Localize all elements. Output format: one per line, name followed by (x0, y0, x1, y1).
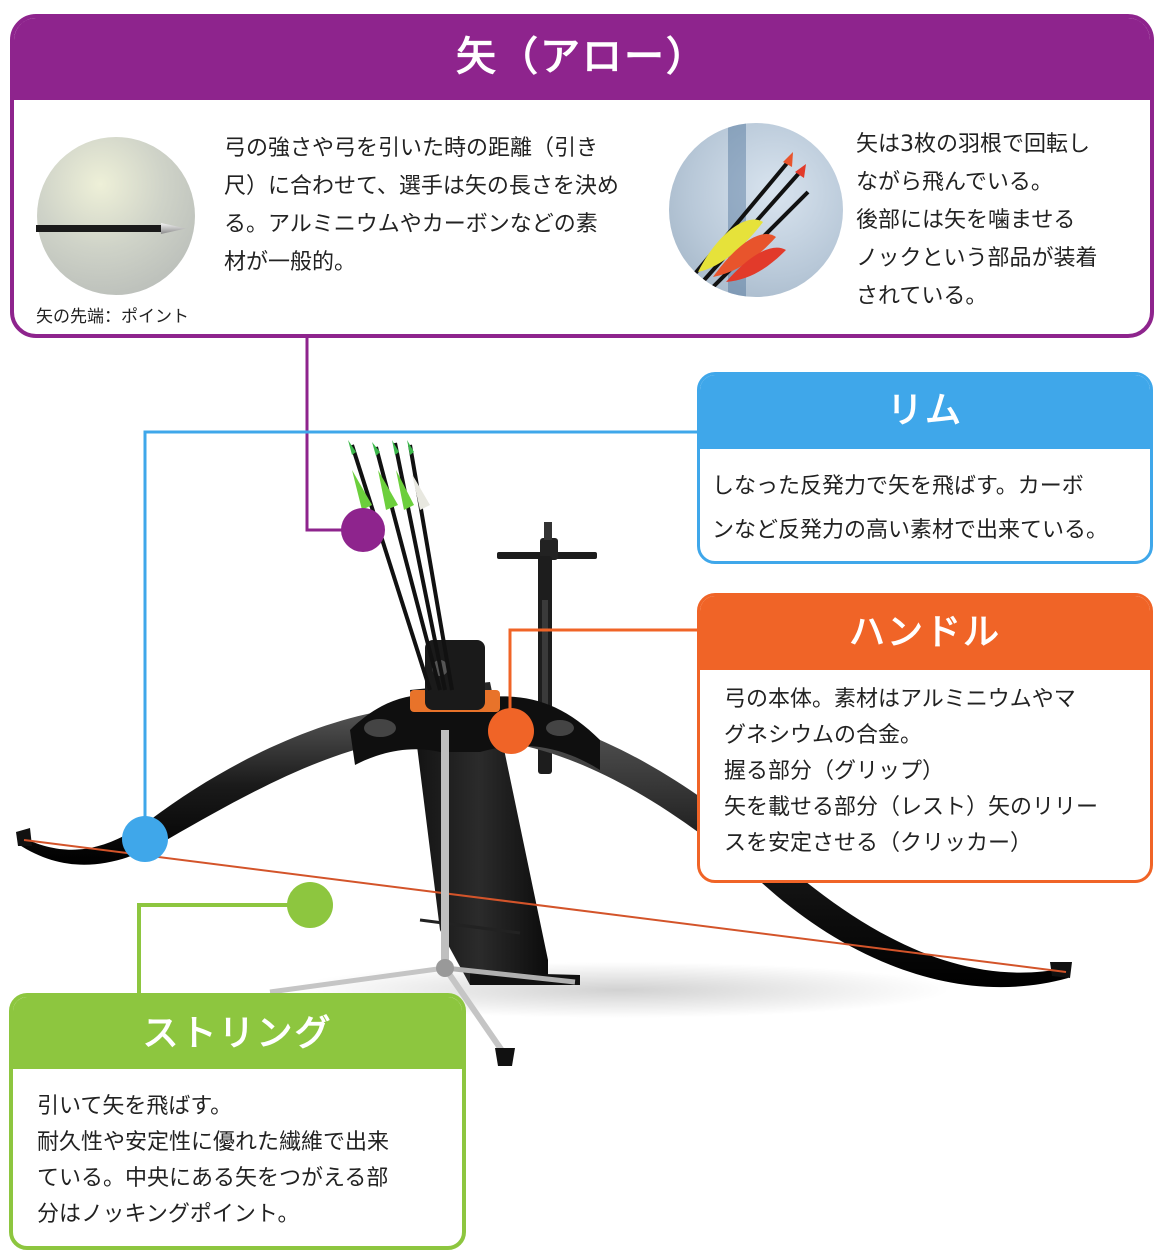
string-title: ストリング (13, 997, 462, 1069)
arrow-callout-dot (341, 508, 385, 552)
limb-callout-dot (122, 816, 168, 862)
limb-description: しなった反発力で矢を飛ばす。カーボ ンなど反発力の高い素材で出来ている。 (712, 474, 1109, 543)
arrow-info-box: 矢（アロー） 矢の先端：ポイント 弓の強さや弓を引いた時の距離（引き 尺）に合わ… (10, 14, 1154, 338)
arrow-title: 矢（アロー） (14, 18, 1150, 100)
arrow-photo-caption: 矢の先端：ポイント (36, 307, 189, 327)
arrow-fletching-photo (669, 123, 843, 297)
limb-title: リム (700, 375, 1150, 449)
handle-info-box: ハンドル 弓の本体。素材はアルミニウムやマ グネシウムの合金。 握る部分（グリッ… (697, 593, 1153, 883)
string-info-box: ストリング 引いて矢を飛ばす。 耐久性や安定性に優れた繊維で出来 ている。中央に… (9, 993, 466, 1250)
arrow-point-photo (36, 137, 195, 295)
arrow-description-left: 弓の強さや弓を引いた時の距離（引き 尺）に合わせて、選手は矢の長さを決め る。ア… (224, 136, 619, 275)
arrows-in-quiver (348, 440, 454, 691)
right-limb (505, 710, 1068, 988)
connector-string (137, 903, 310, 995)
connector-limb (143, 430, 697, 840)
riser (350, 640, 600, 770)
handle-title: ハンドル (700, 596, 1150, 670)
handle-description: 弓の本体。素材はアルミニウムやマ グネシウムの合金。 握る部分（グリップ） 矢を… (724, 687, 1099, 856)
arrow-description-right: 矢は3枚の羽根で回転し ながら飛んでいる。 後部には矢を噛ませる ノックという部… (856, 132, 1098, 309)
left-limb (18, 706, 420, 865)
bow-string (23, 839, 1067, 973)
bow-stand (269, 730, 576, 1066)
string-callout-dot (287, 882, 333, 928)
handle-callout-dot (488, 708, 534, 754)
limb-info-box: リム しなった反発力で矢を飛ばす。カーボ ンなど反発力の高い素材で出来ている。 (697, 372, 1153, 564)
connector-handle (508, 628, 697, 730)
string-description: 引いて矢を飛ばす。 耐久性や安定性に優れた繊維で出来 ている。中央にある矢をつが… (37, 1094, 390, 1227)
